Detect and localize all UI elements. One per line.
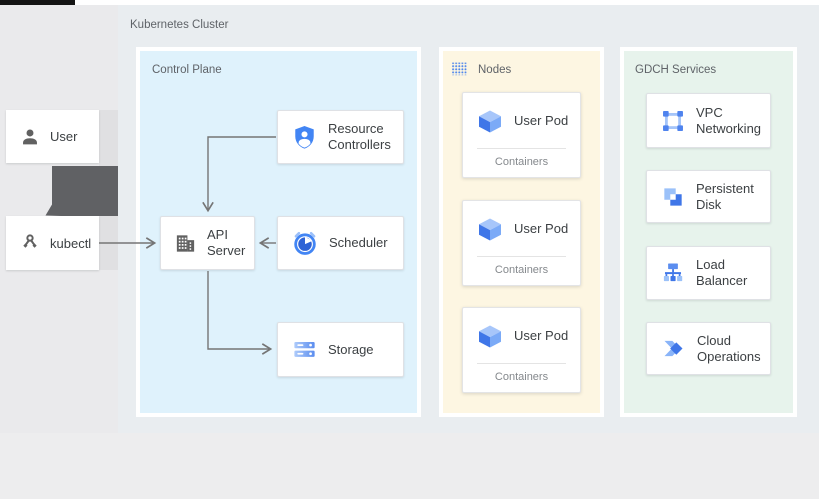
user-pod-card: User Pod Containers xyxy=(462,92,581,178)
user-pod-label: User Pod xyxy=(514,221,569,236)
kubernetes-cluster-label: Kubernetes Cluster xyxy=(130,19,229,31)
vpc-network-icon xyxy=(660,108,686,134)
nodes-label: Nodes xyxy=(478,64,512,76)
divider xyxy=(477,256,566,257)
resource-controllers-label: Resource Controllers xyxy=(328,121,391,152)
kubectl-box: kubectl xyxy=(6,216,99,270)
user-pod-label: User Pod xyxy=(514,113,569,128)
storage-card: Storage xyxy=(277,322,404,377)
api-server-card: API Server xyxy=(160,216,255,270)
containers-label: Containers xyxy=(494,264,549,276)
top-black-bar xyxy=(0,0,75,5)
cube-icon xyxy=(476,107,504,135)
shield-person-icon xyxy=(291,124,318,151)
control-plane-panel: Control Plane Resource Controllers API S… xyxy=(136,47,421,417)
storage-label: Storage xyxy=(328,341,374,357)
user-pod-card: User Pod Containers xyxy=(462,200,581,286)
kubectl-fork-icon xyxy=(19,232,41,254)
actor-column-strip xyxy=(99,110,118,270)
scheduler-card: Scheduler xyxy=(277,216,404,270)
hexagon-diamond-icon xyxy=(660,335,687,362)
cloud-operations-label: Cloud Operations xyxy=(697,332,761,364)
containers-label: Containers xyxy=(494,156,549,168)
vpc-networking-card: VPC Networking xyxy=(646,93,771,148)
person-icon xyxy=(19,126,41,148)
user-box: User xyxy=(6,110,99,163)
divider xyxy=(477,363,566,364)
cube-icon xyxy=(476,215,504,243)
divider xyxy=(477,148,566,149)
resource-controllers-card: Resource Controllers xyxy=(277,110,404,164)
load-balancer-label: Load Balancer xyxy=(696,257,748,288)
control-plane-label: Control Plane xyxy=(152,64,222,76)
scheduler-label: Scheduler xyxy=(329,235,388,250)
stepped-disk-icon xyxy=(660,184,686,210)
cloud-operations-card: Cloud Operations xyxy=(646,322,771,375)
gdch-services-label: GDCH Services xyxy=(635,64,717,76)
dot-grid-icon xyxy=(452,62,467,81)
persistent-disk-label: Persistent Disk xyxy=(696,180,754,212)
control-plane-area: Control Plane Resource Controllers API S… xyxy=(140,51,417,413)
load-balancer-card: Load Balancer xyxy=(646,246,771,300)
cube-icon xyxy=(476,322,504,350)
top-white-strip xyxy=(0,0,819,5)
kubectl-label: kubectl xyxy=(50,235,92,251)
building-icon xyxy=(174,232,197,255)
user-pod-card: User Pod Containers xyxy=(462,307,581,393)
gdch-services-area: GDCH Services VPC Networking Persistent … xyxy=(624,51,793,413)
user-pod-label: User Pod xyxy=(514,328,569,343)
vpc-networking-label: VPC Networking xyxy=(696,104,762,136)
containers-label: Containers xyxy=(494,371,549,383)
hierarchy-icon xyxy=(660,260,686,286)
user-label: User xyxy=(50,129,78,144)
server-rows-icon xyxy=(291,336,318,363)
nodes-panel: Nodes User Pod Containers User Pod Conta… xyxy=(439,47,604,417)
nodes-area: Nodes User Pod Containers User Pod Conta… xyxy=(443,51,600,413)
gdch-services-panel: GDCH Services VPC Networking Persistent … xyxy=(620,47,797,417)
persistent-disk-card: Persistent Disk xyxy=(646,170,771,223)
api-server-label: API Server xyxy=(207,227,246,258)
alarm-clock-icon xyxy=(291,229,319,257)
